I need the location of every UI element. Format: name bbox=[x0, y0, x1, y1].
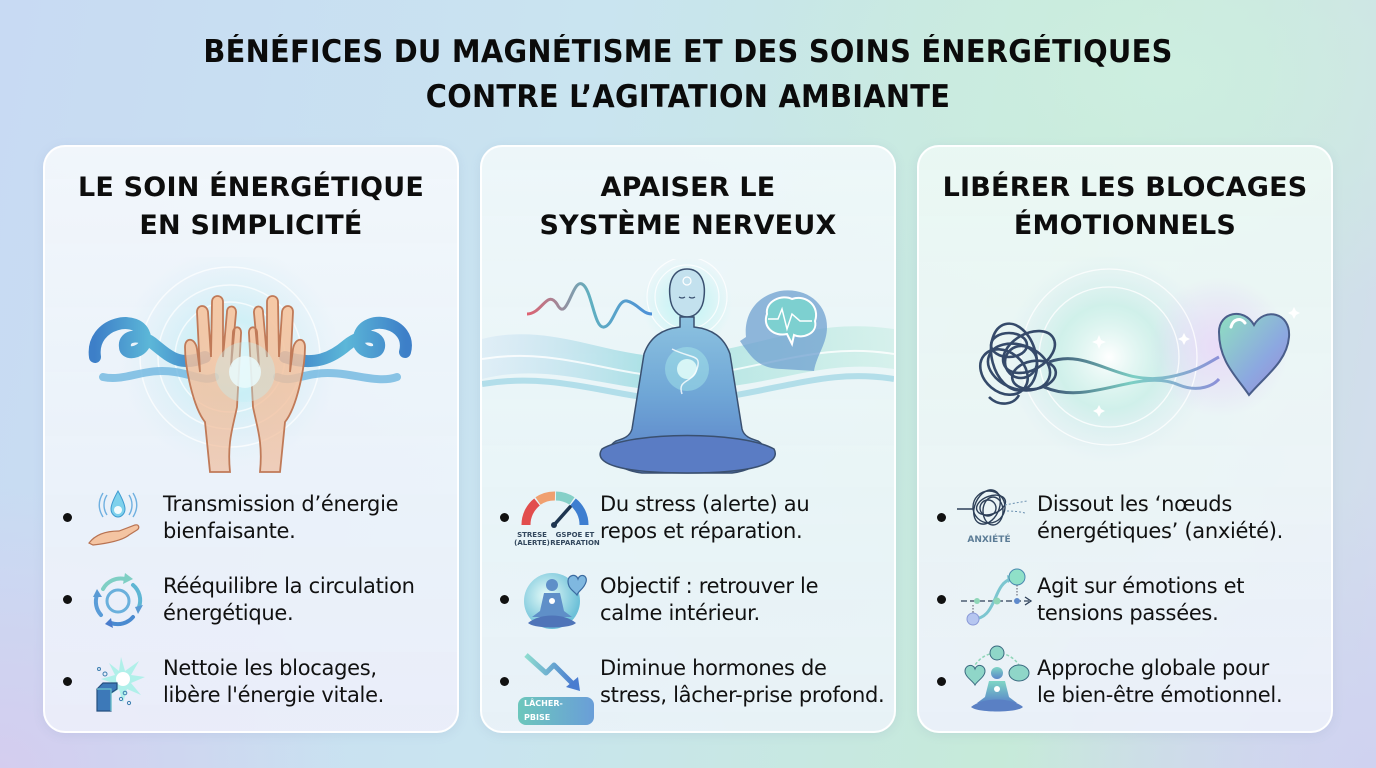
list-item: Agit sur émotions et tensions passées. bbox=[919, 567, 1331, 637]
item-text: Dissout les ‘nœuds énergétiques’ (anxiét… bbox=[1037, 491, 1327, 545]
timeline-path-icon bbox=[961, 568, 1033, 626]
item-text-line-2: énergétique. bbox=[163, 601, 294, 625]
card-nervous-system: APAISER LE SYSTÈME NERVEUX bbox=[480, 145, 896, 733]
page-title: BÉNÉFICES DU MAGNÉTISME ET DES SOINS ÉNE… bbox=[48, 30, 1328, 120]
gauge-label-alert: (ALERTE) bbox=[514, 539, 550, 547]
list-item: Transmission d’énergie bienfaisante. bbox=[45, 485, 457, 555]
open-hands-energy-illustration bbox=[88, 257, 412, 473]
item-text: Objectif : retrouver le calme intérieur. bbox=[600, 573, 890, 627]
item-text-line-2: le bien-être émotionnel. bbox=[1037, 683, 1283, 707]
bullet-icon bbox=[937, 677, 946, 686]
item-text-line-1: Du stress (alerte) au bbox=[600, 492, 810, 516]
anxiety-label: ANXIÉTÉ bbox=[967, 535, 1011, 545]
item-text-line-2: bienfaisante. bbox=[163, 519, 296, 543]
list-item: Rééquilibre la circulation énergétique. bbox=[45, 567, 457, 637]
item-text-line-2: libère l'énergie vitale. bbox=[163, 683, 385, 707]
bullet-icon bbox=[937, 595, 946, 604]
item-text-line-1: Objectif : retrouver le bbox=[600, 574, 819, 598]
item-text-line-2: tensions passées. bbox=[1037, 601, 1219, 625]
meditation-heart-icon bbox=[524, 573, 587, 629]
bullet-icon bbox=[63, 513, 72, 522]
card-title-line-2: SYSTÈME NERVEUX bbox=[539, 210, 837, 241]
gauge-label-stress: STRESE bbox=[517, 531, 547, 539]
item-text-line-1: Approche globale pour bbox=[1037, 656, 1269, 680]
card-title: LIBÉRER LES BLOCAGES ÉMOTIONNELS bbox=[919, 169, 1331, 245]
gauge-label-rest: GSPOE ET bbox=[555, 531, 595, 539]
page-title-line-2: CONTRE L’AGITATION AMBIANTE bbox=[425, 79, 951, 115]
list-item: ANXIÉTÉ Dissout les ‘nœuds énergétiques’… bbox=[919, 485, 1331, 555]
item-text-line-1: Agit sur émotions et bbox=[1037, 574, 1245, 598]
item-text-line-2: stress, lâcher-prise profond. bbox=[600, 683, 885, 707]
list-item: STRESE (ALERTE) GSPOE ET REPARATION Du s… bbox=[482, 485, 894, 555]
item-text-line-2: calme intérieur. bbox=[600, 601, 760, 625]
list-item: Approche globale pour le bien-être émoti… bbox=[919, 645, 1331, 719]
card-title-line-2: ÉMOTIONNELS bbox=[1013, 210, 1237, 241]
bullet-icon bbox=[63, 595, 72, 604]
card-title-line-2: EN SIMPLICITÉ bbox=[139, 210, 363, 241]
list-item: Objectif : retrouver le calme intérieur. bbox=[482, 567, 894, 637]
bullet-icon bbox=[500, 677, 509, 686]
card-title: APAISER LE SYSTÈME NERVEUX bbox=[482, 169, 894, 245]
letting-go-badge: LÂCHER-PBISE bbox=[518, 697, 594, 725]
item-text-line-2: énergétiques’ (anxiété). bbox=[1037, 519, 1283, 543]
meditating-person-illustration bbox=[482, 259, 894, 474]
tangled-knot-icon: ANXIÉTÉ bbox=[953, 485, 1033, 551]
item-text-line-1: Diminue hormones de bbox=[600, 656, 827, 680]
item-text-line-1: Transmission d’énergie bbox=[163, 492, 399, 516]
item-text: Nettoie les blocages, libère l'énergie v… bbox=[163, 655, 453, 709]
list-item: Nettoie les blocages, libère l'énergie v… bbox=[45, 649, 457, 719]
bullet-icon bbox=[63, 677, 72, 686]
item-text-line-1: Dissout les ‘nœuds bbox=[1037, 492, 1232, 516]
bullet-icon bbox=[500, 595, 509, 604]
downward-arrow-letting-go-icon: LÂCHER-PBISE bbox=[512, 649, 594, 725]
page-title-line-1: BÉNÉFICES DU MAGNÉTISME ET DES SOINS ÉNE… bbox=[203, 34, 1173, 70]
holistic-meditation-icon bbox=[964, 645, 1030, 712]
card-title: LE SOIN ÉNERGÉTIQUE EN SIMPLICITÉ bbox=[45, 169, 457, 245]
item-text: Rééquilibre la circulation énergétique. bbox=[163, 573, 453, 627]
card-emotional-blockages: LIBÉRER LES BLOCAGES ÉMOTIONNELS bbox=[917, 145, 1333, 733]
bullet-icon bbox=[500, 513, 509, 522]
item-text: Diminue hormones de stress, lâcher-prise… bbox=[600, 655, 890, 709]
item-text: Agit sur émotions et tensions passées. bbox=[1037, 573, 1327, 627]
hand-water-drop-icon bbox=[88, 489, 140, 546]
card-title-line-1: LIBÉRER LES BLOCAGES bbox=[942, 172, 1308, 203]
item-text-line-1: Nettoie les blocages, bbox=[163, 656, 377, 680]
item-text: Approche globale pour le bien-être émoti… bbox=[1037, 655, 1327, 709]
item-text-line-2: repos et réparation. bbox=[600, 519, 803, 543]
bullet-icon bbox=[937, 513, 946, 522]
circular-arrows-icon bbox=[93, 573, 143, 628]
item-text: Du stress (alerte) au repos et réparatio… bbox=[600, 491, 890, 545]
knot-to-heart-illustration bbox=[978, 257, 1300, 462]
stress-gauge-icon: STRESE (ALERTE) GSPOE ET REPARATION bbox=[512, 485, 600, 551]
item-text-line-1: Rééquilibre la circulation bbox=[163, 574, 415, 598]
list-item: LÂCHER-PBISE Diminue hormones de stress,… bbox=[482, 649, 894, 725]
item-text: Transmission d’énergie bienfaisante. bbox=[163, 491, 453, 545]
card-title-line-1: APAISER LE bbox=[600, 172, 776, 203]
gauge-label-repair: REPARATION bbox=[550, 539, 600, 547]
card-energy-healing: LE SOIN ÉNERGÉTIQUE EN SIMPLICITÉ bbox=[43, 145, 459, 733]
breaking-block-burst-icon bbox=[96, 657, 145, 712]
card-title-line-1: LE SOIN ÉNERGÉTIQUE bbox=[78, 172, 424, 203]
